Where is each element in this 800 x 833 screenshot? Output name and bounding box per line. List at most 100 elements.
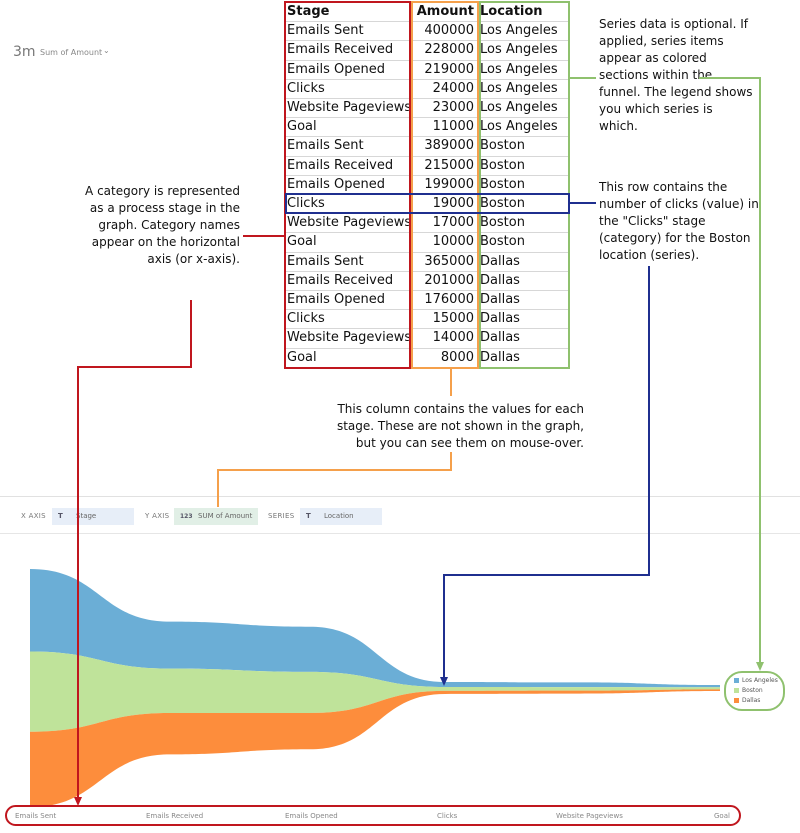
row-note-line: number of clicks (value) in	[599, 197, 759, 211]
table-cell: Los Angeles	[480, 42, 558, 58]
series-note-line: sections within the	[599, 68, 713, 82]
table-cell: Los Angeles	[480, 61, 558, 77]
x-tick-label: Goal	[714, 812, 730, 820]
measure-selector[interactable]: Sum of Amount	[40, 48, 103, 57]
x-tick-label: Website Pageviews	[556, 812, 623, 820]
table-cell: 215000	[424, 157, 474, 173]
text-type-icon: T	[306, 512, 311, 520]
table-cell: Dallas	[480, 311, 520, 327]
table-row: Emails Received 228000 Los Angeles	[284, 40, 570, 59]
table-cell: Clicks	[287, 196, 325, 211]
table-cell: Los Angeles	[480, 80, 558, 96]
series-note-line: funnel. The legend shows	[599, 85, 753, 99]
table-cell: Goal	[287, 119, 317, 135]
table-gridline	[284, 40, 570, 42]
table-cell: Website Pageviews	[287, 100, 409, 115]
table-cell: 201000	[424, 272, 474, 288]
table-gridline	[284, 309, 570, 311]
table-cell: Emails Sent	[287, 253, 364, 269]
table-row: Emails Sent 389000 Boston	[284, 136, 570, 155]
series-field-chip[interactable]: T Location	[300, 508, 382, 525]
table-cell: Boston	[480, 234, 525, 250]
table-cell: 228000	[424, 42, 474, 58]
table-cell: Boston	[480, 215, 525, 231]
table-cell: Boston	[480, 176, 525, 192]
boston-clicks-row-highlight	[285, 193, 570, 214]
table-gridline	[284, 232, 570, 234]
table-gridline	[284, 136, 570, 138]
series-label: SERIES	[268, 512, 295, 520]
category-note-line: A category is represented	[85, 184, 240, 198]
table-cell: 219000	[424, 61, 474, 77]
table-cell: 24000	[432, 80, 474, 96]
series-note-line: you which series is	[599, 102, 713, 116]
table-cell: Emails Received	[287, 272, 394, 288]
table-cell: Website Pageviews	[287, 215, 409, 231]
series-note: Series data is optional. If applied, ser…	[599, 16, 799, 135]
funnel-band-dallas[interactable]	[30, 689, 720, 807]
text-type-icon: T	[58, 512, 63, 520]
table-cell: Boston	[480, 138, 525, 154]
table-cell: Dallas	[480, 272, 520, 288]
table-cell: 176000	[424, 292, 474, 307]
table-row: Emails Received 201000 Dallas	[284, 271, 570, 290]
legend-label: Boston	[742, 687, 763, 694]
table-cell: Emails Sent	[287, 138, 364, 154]
table-gridline	[284, 347, 570, 349]
table-cell: Clicks	[287, 311, 325, 327]
table-cell: 19000	[432, 196, 474, 211]
number-type-icon: 123	[180, 513, 193, 520]
series-note-line: Series data is optional. If	[599, 17, 748, 31]
category-note-line: axis (or x-axis).	[147, 252, 240, 266]
table-cell: Emails Received	[287, 42, 394, 58]
y-axis-label: Y AXIS	[145, 512, 170, 520]
legend-swatch	[734, 698, 739, 703]
x-axis-field-chip[interactable]: T Stage	[52, 508, 134, 525]
funnel-band-boston[interactable]	[30, 651, 720, 732]
table-cell: 17000	[432, 215, 474, 231]
value-note-line: stage. These are not shown in the graph,	[336, 419, 584, 433]
table-cell: 389000	[424, 138, 474, 154]
series-note-line: which.	[599, 119, 638, 133]
series-note-line: applied, series items	[599, 34, 724, 48]
header-cell: Location	[480, 4, 543, 19]
legend-label: Dallas	[742, 697, 761, 704]
table-cell: Goal	[287, 349, 317, 365]
table-cell: Los Angeles	[480, 100, 558, 115]
x-tick-label: Emails Sent	[15, 812, 57, 820]
y-axis-field: SUM of Amount	[198, 512, 253, 520]
table-cell: 365000	[424, 253, 474, 269]
table-gridline	[284, 270, 570, 272]
funnel-band-los-angeles[interactable]	[30, 569, 720, 688]
table-cell: Boston	[480, 196, 525, 211]
table-cell: Emails Sent	[287, 23, 364, 39]
chevron-down-icon[interactable]: ⌄	[103, 46, 110, 55]
row-note: This row contains the number of clicks (…	[599, 179, 799, 264]
table-gridline	[284, 251, 570, 253]
y-axis-field-chip[interactable]: 123 SUM of Amount	[174, 508, 258, 525]
category-note: A category is represented as a process s…	[60, 183, 240, 268]
category-note-line: graph. Category names	[98, 218, 240, 232]
arrow-head-icon	[74, 797, 82, 806]
max-value-label: 3m	[13, 44, 36, 60]
connector-note-to-legend	[699, 77, 761, 663]
table-gridline	[284, 59, 570, 61]
table-cell: 400000	[424, 23, 474, 39]
value-note-line: but you can see them on mouse-over.	[355, 436, 584, 450]
table-cell: Emails Opened	[287, 176, 385, 192]
value-note-line: This column contains the values for each	[337, 402, 584, 416]
table-cell: 23000	[432, 100, 474, 115]
table-cell: Emails Opened	[287, 61, 385, 77]
table-cell: Website Pageviews	[287, 330, 409, 346]
table-cell: 199000	[424, 176, 474, 192]
series-note-line: appear as colored	[599, 51, 707, 65]
chart-legend: Los Angeles Boston Dallas	[724, 671, 785, 711]
arrow-head-icon	[756, 662, 764, 671]
table-cell: Los Angeles	[480, 119, 558, 135]
